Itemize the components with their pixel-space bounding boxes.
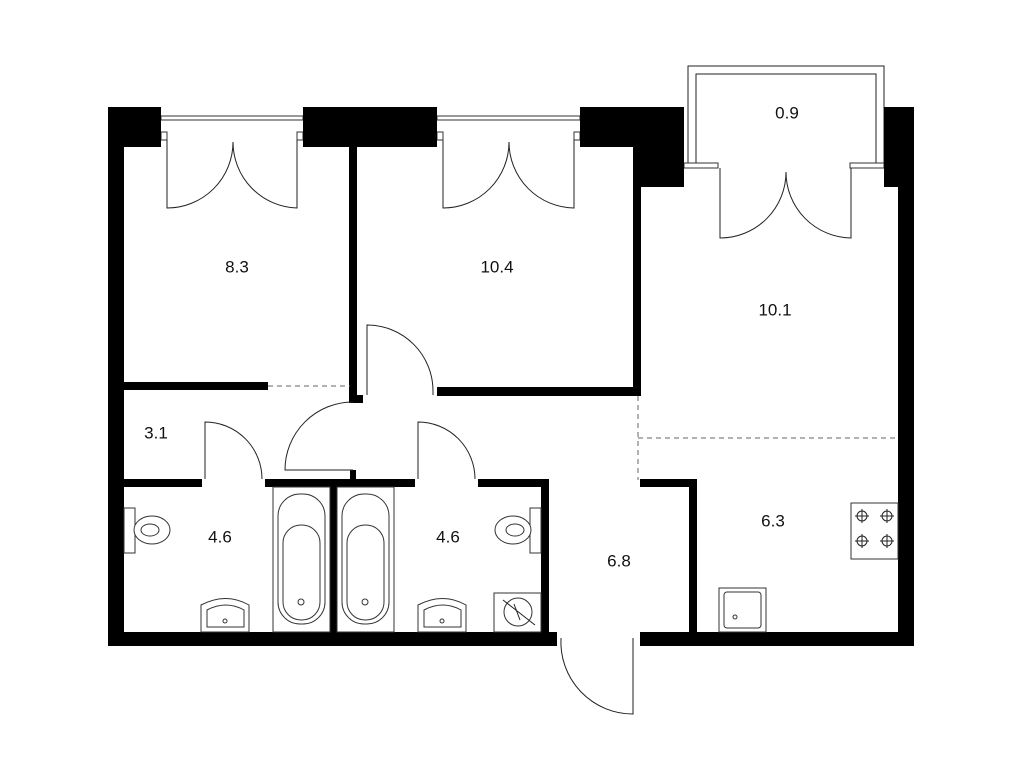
area-label-hallway: 6.8 bbox=[607, 551, 631, 570]
sink-2 bbox=[417, 598, 467, 633]
area-label-kitchen: 6.3 bbox=[761, 511, 785, 530]
bathtub-2 bbox=[336, 486, 395, 633]
area-label-living-room: 10.1 bbox=[758, 300, 791, 319]
area-label-bathroom-1: 4.6 bbox=[208, 527, 232, 546]
room-labels: 8.3 10.4 0.9 10.1 3.1 4.6 4.6 6.8 6.3 bbox=[144, 103, 799, 570]
stove bbox=[850, 502, 899, 560]
area-label-bedroom-1: 8.3 bbox=[225, 257, 249, 276]
area-label-bedroom-2: 10.4 bbox=[480, 257, 513, 276]
area-label-bathroom-2: 4.6 bbox=[436, 527, 460, 546]
toilet-2 bbox=[494, 507, 542, 554]
bathtub-1 bbox=[272, 486, 331, 633]
washing-machine bbox=[493, 592, 542, 633]
area-label-balcony: 0.9 bbox=[775, 103, 799, 122]
area-label-storage: 3.1 bbox=[144, 423, 168, 442]
toilet-1 bbox=[123, 507, 171, 554]
doors bbox=[166, 140, 852, 715]
sink-1 bbox=[200, 598, 250, 633]
zone-dividers bbox=[268, 385, 898, 480]
kitchen-sink bbox=[718, 587, 767, 633]
walls bbox=[108, 107, 914, 646]
